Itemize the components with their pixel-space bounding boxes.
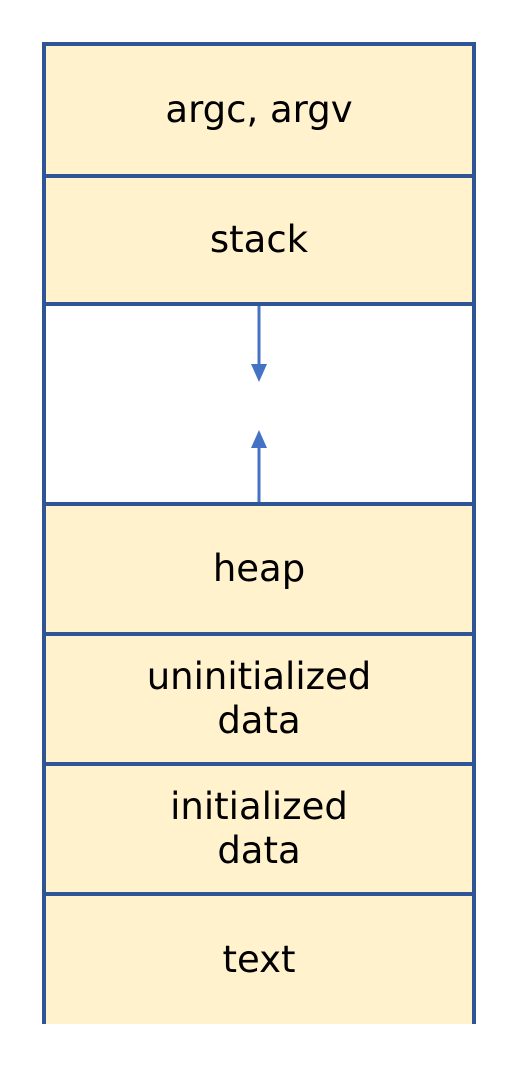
growth-arrows: [251, 306, 267, 502]
segment-argc-argv: argc, argv: [46, 46, 472, 178]
segment-argc-argv-label: argc, argv: [165, 88, 353, 132]
segment-heap: heap: [46, 506, 472, 636]
segment-initialized-data: initialized data: [46, 766, 472, 896]
segment-text: text: [46, 896, 472, 1024]
segment-uninitialized-data: uninitialized data: [46, 636, 472, 766]
segment-stack-label: stack: [209, 218, 309, 262]
segment-stack: stack: [46, 178, 472, 306]
segment-uninitialized-data-label: uninitialized data: [146, 655, 372, 742]
down-arrow-icon: [251, 364, 267, 382]
memory-layout-diagram: argc, argv stack heap uninitialized data…: [42, 42, 476, 1024]
up-arrow-icon: [251, 430, 267, 448]
free-space-gap: [46, 306, 472, 506]
segment-heap-label: heap: [212, 547, 306, 591]
segment-initialized-data-label: initialized data: [170, 785, 348, 872]
segment-text-label: text: [222, 938, 296, 982]
